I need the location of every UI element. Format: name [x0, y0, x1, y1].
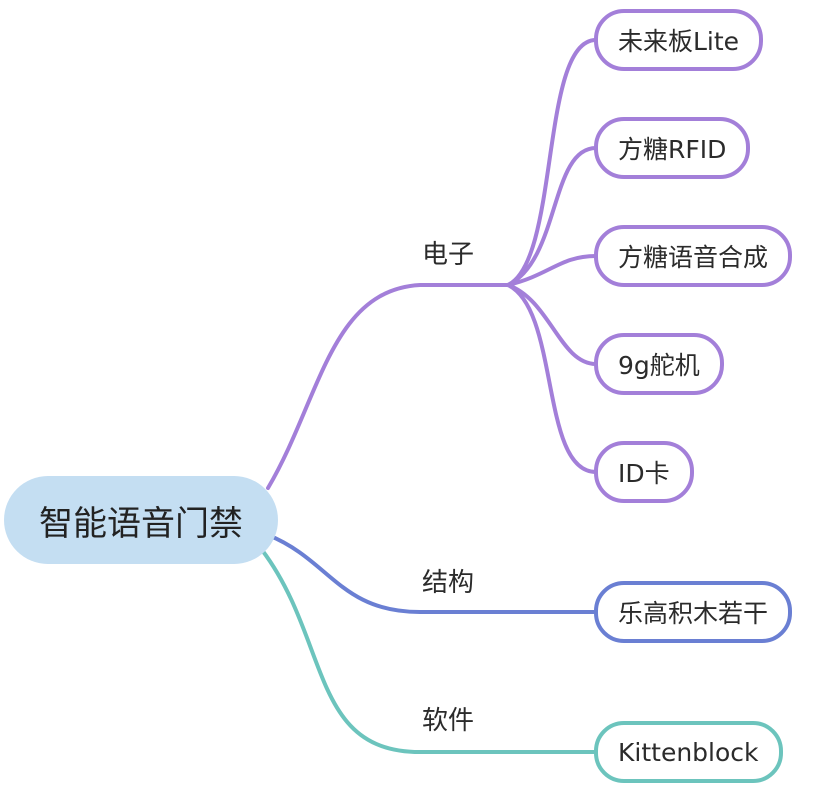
connector-root-structure: [266, 533, 598, 614]
leaf-node[interactable]: 乐高积木若干: [594, 581, 793, 643]
leaf-node[interactable]: 方糖RFID: [594, 117, 751, 179]
branch-label-structure[interactable]: 结构: [422, 568, 475, 598]
root-label: 智能语音门禁: [39, 503, 243, 544]
branch-label-electronics[interactable]: 电子: [422, 240, 475, 270]
leaf-node[interactable]: 未来板Lite: [594, 9, 764, 71]
leaf-node[interactable]: 方糖语音合成: [594, 225, 793, 287]
root-node[interactable]: 智能语音门禁: [4, 476, 278, 564]
leaf-label: 方糖语音合成: [618, 243, 769, 272]
leaf-label: 方糖RFID: [618, 135, 727, 164]
leaf-label: 未来板Lite: [618, 27, 740, 56]
leaf-node[interactable]: Kittenblock: [594, 721, 783, 783]
connector-electronics-leaf-4: [506, 283, 598, 366]
leaf-label: Kittenblock: [618, 737, 759, 767]
connector-electronics-leaf-1: [506, 38, 598, 287]
leaf-node[interactable]: ID卡: [594, 441, 694, 503]
connector-electronics-leaf-3: [506, 254, 598, 287]
leaf-node[interactable]: 9g舵机: [594, 333, 724, 395]
connector-root-electronics: [266, 283, 510, 490]
leaf-label: 9g舵机: [618, 351, 700, 380]
leaf-label: 乐高积木若干: [618, 599, 769, 628]
branch-label-software[interactable]: 软件: [422, 706, 475, 736]
connector-electronics-leaf-2: [506, 146, 598, 287]
leaf-label: ID卡: [618, 459, 670, 488]
connector-root-software: [260, 548, 598, 754]
connector-electronics-leaf-5: [506, 283, 598, 474]
